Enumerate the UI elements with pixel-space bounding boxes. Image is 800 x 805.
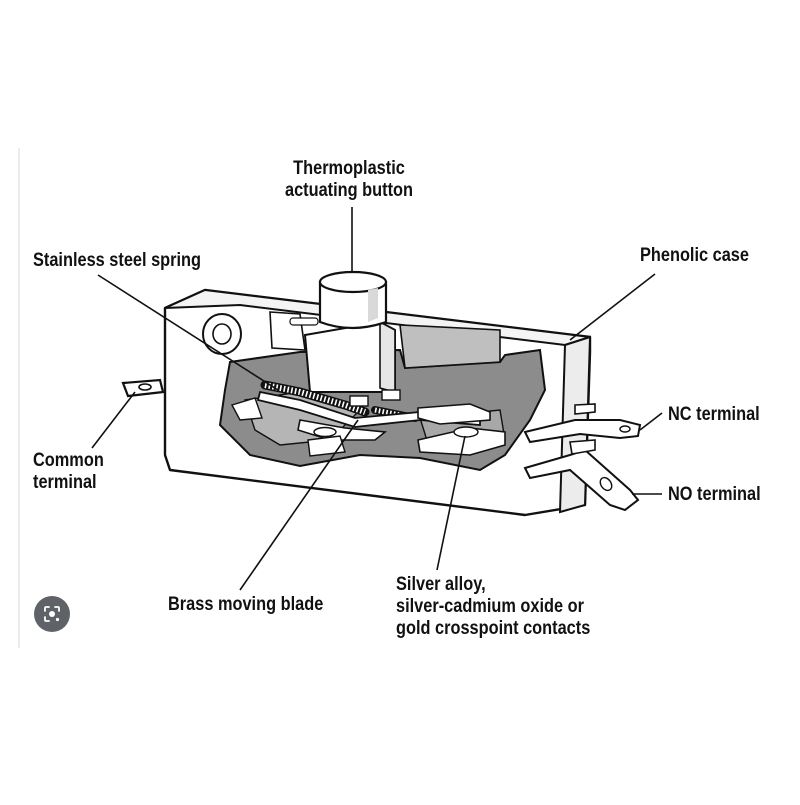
leader-blade [239,419,359,591]
label-common-terminal-line-2: terminal [33,472,97,493]
label-blade: Brass moving blade [168,594,323,616]
label-nc-terminal-text: NC terminal [668,404,760,425]
label-common-terminal: Common terminal [33,450,104,494]
image-search-button[interactable] [34,596,70,632]
label-actuating-button-line-2: actuating button [285,180,413,201]
label-case: Phenolic case [640,245,749,267]
label-spring: Stainless steel spring [33,250,201,272]
label-common-terminal-line-1: Common [33,450,104,471]
label-actuating-button: Thermoplastic actuating button [285,158,413,202]
leader-lines [91,207,663,591]
nc-terminal-tab [523,403,642,444]
label-blade-text: Brass moving blade [168,594,324,615]
label-no-terminal: NO terminal [668,484,761,506]
no-terminal-tab [523,439,640,512]
contact-plates [230,397,506,457]
leader-nc-terminal [639,412,663,431]
common-terminal-tab [121,378,165,398]
leader-spring [97,274,279,391]
leader-contacts [436,435,466,571]
label-contacts-line-1: Silver alloy, [396,574,486,595]
image-search-icon [44,606,60,622]
label-contacts-line-3: gold crosspoint contacts [396,618,591,639]
leader-case [569,273,656,341]
label-nc-terminal: NC terminal [668,404,760,426]
leader-common-terminal [91,391,136,449]
label-actuating-button-line-1: Thermoplastic [293,158,405,179]
label-contacts-line-2: silver-cadmium oxide or [396,596,584,617]
label-contacts: Silver alloy, silver-cadmium oxide or go… [396,574,590,640]
label-no-terminal-text: NO terminal [668,484,761,505]
label-case-text: Phenolic case [640,245,749,266]
actuating-button [303,270,396,394]
label-spring-text: Stainless steel spring [33,250,202,271]
